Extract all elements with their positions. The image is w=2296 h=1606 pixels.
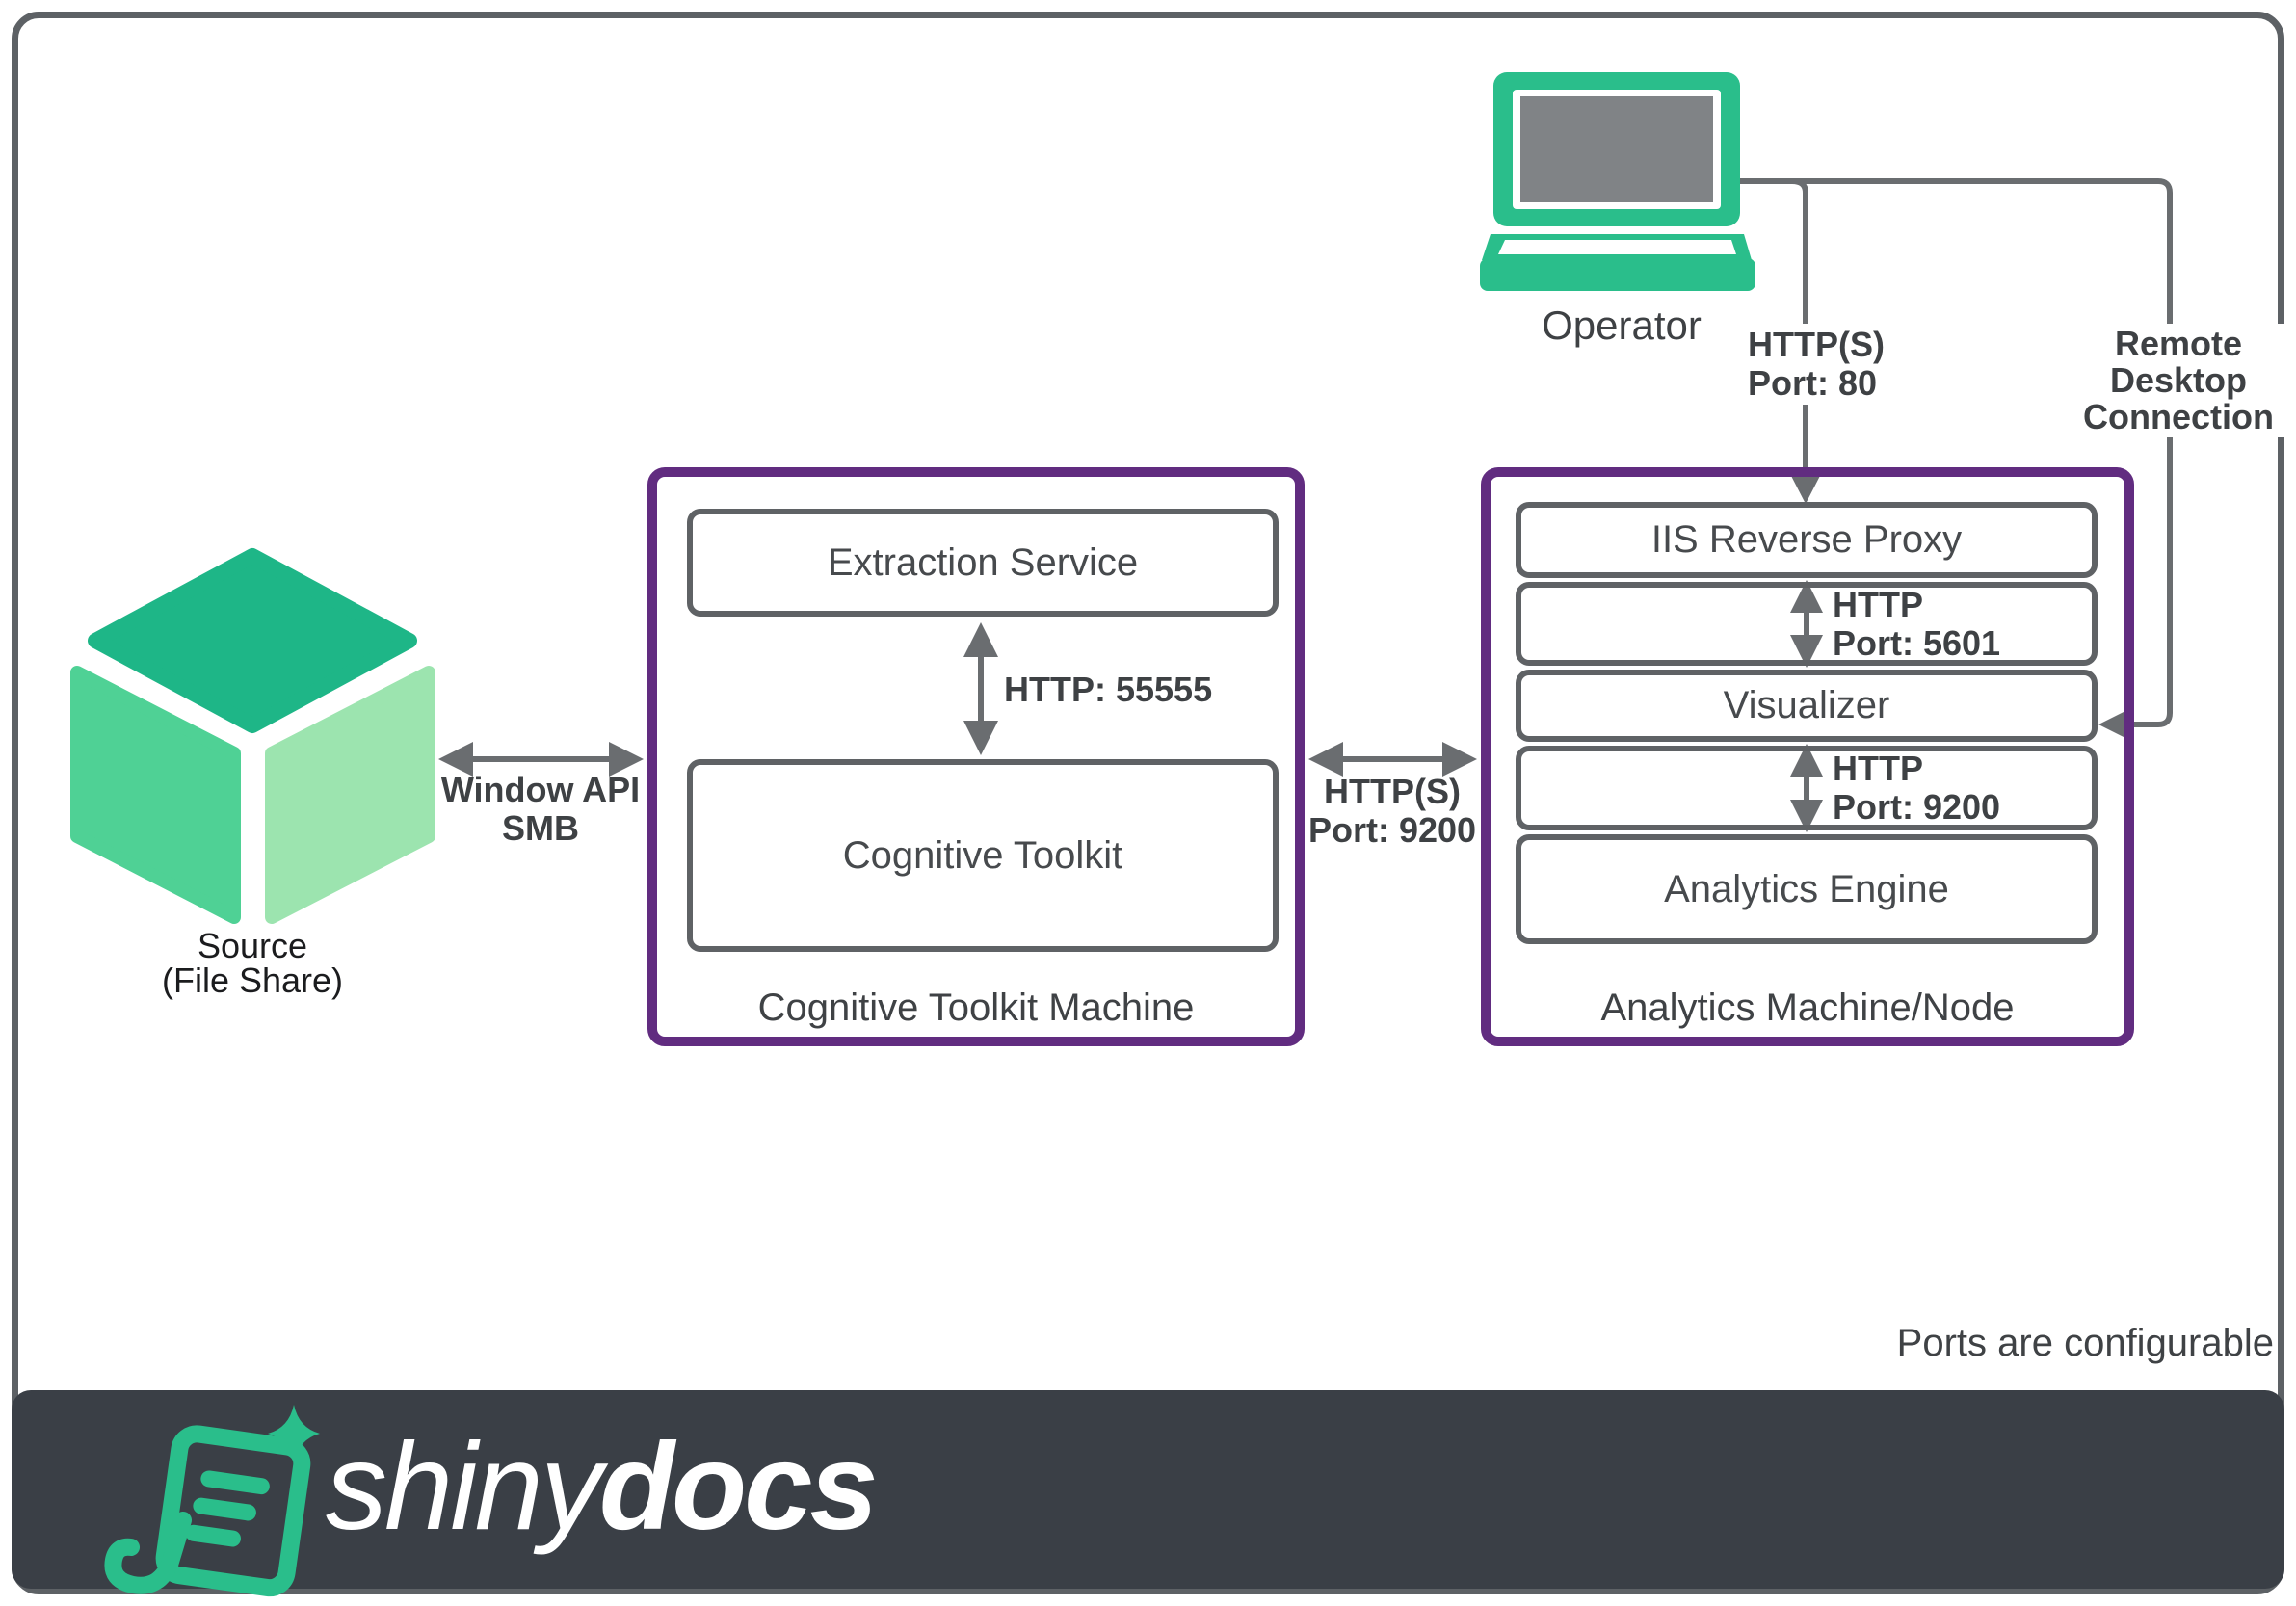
remote-desktop-line1: Remote bbox=[2114, 324, 2243, 363]
http-5601-line1: HTTP bbox=[1833, 585, 1923, 624]
cognitive-toolkit-machine-title: Cognitive Toolkit Machine bbox=[757, 987, 1195, 1029]
https-80-line2: Port: 80 bbox=[1748, 363, 1878, 403]
source-label: Source (File Share) bbox=[108, 929, 397, 998]
diagram-frame bbox=[12, 12, 2284, 1594]
http-9200-internal-line1: HTTP bbox=[1833, 749, 1923, 788]
iis-reverse-proxy-box: IIS Reverse Proxy bbox=[1516, 502, 2098, 578]
arrowhead-5601-down bbox=[1790, 635, 1823, 668]
arrowhead-window-api-left bbox=[438, 742, 473, 777]
source-line2: (File Share) bbox=[161, 961, 344, 1000]
arrowhead-9200-right bbox=[1442, 742, 1477, 777]
shinydocs-logo-icon bbox=[104, 1405, 320, 1597]
source-cube-icon bbox=[70, 548, 435, 924]
window-api-line1: Window API bbox=[440, 770, 641, 809]
https-80-line1: HTTP(S) bbox=[1748, 325, 1885, 364]
analytics-engine-box: Analytics Engine bbox=[1516, 834, 2098, 944]
cognitive-toolkit-machine-box bbox=[647, 467, 1305, 1046]
arrowhead-9200b-up bbox=[1790, 744, 1823, 777]
remote-desktop-line3: Connection bbox=[2083, 397, 2274, 436]
http-5601-label: HTTP Port: 5601 bbox=[1833, 586, 2000, 663]
brand-docs: docs bbox=[598, 1418, 879, 1556]
window-api-label: Window API SMB bbox=[420, 771, 661, 848]
remote-desktop-line2: Desktop bbox=[2109, 360, 2248, 400]
extraction-service-box: Extraction Service bbox=[687, 509, 1279, 617]
footer-brand: shinydocs bbox=[326, 1426, 879, 1549]
https-9200-label: HTTP(S) Port: 9200 bbox=[1296, 773, 1489, 850]
window-api-line2: SMB bbox=[502, 808, 579, 848]
operator-laptop-icon bbox=[1480, 72, 1755, 291]
https-port80-line bbox=[1791, 178, 1808, 478]
https-9200-line2: Port: 9200 bbox=[1307, 810, 1477, 850]
brand-shiny: shiny bbox=[326, 1418, 602, 1556]
source-line1: Source bbox=[197, 926, 308, 965]
ports-note: Ports are configurable bbox=[1896, 1322, 2274, 1364]
https-80-label: HTTP(S) Port: 80 bbox=[1742, 324, 1890, 405]
arrowhead-into-iis bbox=[1789, 472, 1822, 504]
arrowhead-55555-up bbox=[963, 622, 998, 657]
arrowhead-window-api-right bbox=[609, 742, 644, 777]
http-55555-label: HTTP: 55555 bbox=[1004, 670, 1213, 709]
http-9200-internal-label: HTTP Port: 9200 bbox=[1833, 750, 2000, 827]
analytics-machine-title: Analytics Machine/Node bbox=[1600, 987, 2015, 1029]
http-5601-line2: Port: 5601 bbox=[1833, 623, 2001, 663]
cognitive-toolkit-box: Cognitive Toolkit bbox=[687, 759, 1279, 952]
analytics-machine-box bbox=[1481, 467, 2134, 1046]
remote-desktop-label: Remote Desktop Connection bbox=[2067, 324, 2290, 437]
arrowhead-9200b-down bbox=[1790, 800, 1823, 832]
operator-label: Operator bbox=[1542, 303, 1702, 348]
arrowhead-9200-left bbox=[1308, 742, 1343, 777]
https-9200-line1: HTTP(S) bbox=[1324, 772, 1461, 811]
visualizer-engine-spacer-cell bbox=[1516, 746, 2098, 830]
arrowhead-55555-down bbox=[963, 721, 998, 755]
arrowheads bbox=[438, 472, 2133, 832]
remote-desktop-line bbox=[1740, 178, 2173, 727]
arrowhead-5601-up bbox=[1790, 580, 1823, 613]
iis-visualizer-spacer-cell bbox=[1516, 582, 2098, 666]
visualizer-box: Visualizer bbox=[1516, 670, 2098, 742]
footer-bar bbox=[12, 1390, 2284, 1589]
http-9200-internal-line2: Port: 9200 bbox=[1833, 787, 2001, 827]
